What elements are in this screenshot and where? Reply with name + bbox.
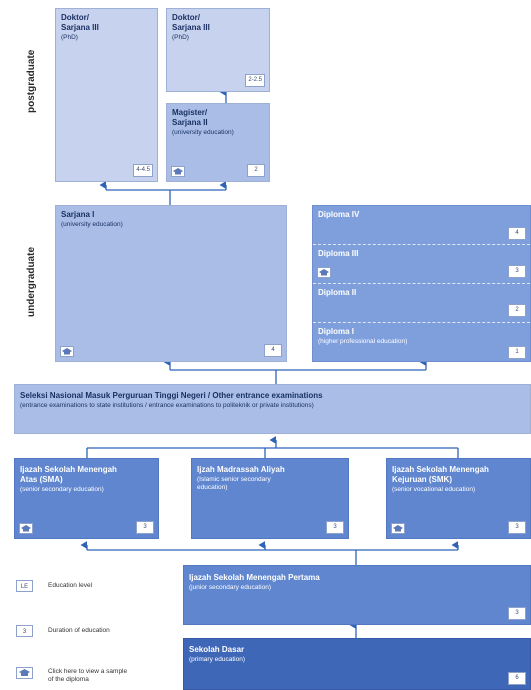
madrasah-subtitle: (Islamic senior secondary education) [197, 476, 271, 491]
sma-duration: 3 [136, 521, 154, 534]
legend-level-badge: LE [16, 580, 33, 592]
diploma-iii-title: Diploma III [318, 249, 359, 258]
sarjana1-box: Sarjana I (university education) 4 [55, 205, 287, 362]
diploma-iii-row: Diploma III 3 [313, 245, 530, 282]
diploma-box: Diploma IV 4 Diploma III 3 Diploma II 2 … [312, 205, 531, 362]
diploma-icon[interactable] [19, 523, 33, 534]
legend-diploma-text: Click here to view a sample of the diplo… [48, 668, 128, 683]
diploma-iii-duration: 3 [508, 265, 526, 278]
undergraduate-label: undergraduate [26, 247, 37, 318]
madrasah-duration: 3 [326, 521, 344, 534]
smk-box: Ijazah Sekolah Menengah Kejuruan (SMK) (… [386, 458, 531, 539]
sma-box: Ijazah Sekolah Menengah Atas (SMA) (seni… [14, 458, 159, 539]
sarjana1-duration: 4 [264, 344, 282, 357]
doktor-left-subtitle: (PhD) [61, 34, 78, 41]
legend-diploma-icon[interactable] [16, 667, 33, 679]
legend-duration-badge: 3 [16, 625, 33, 637]
seleksi-box: Seleksi Nasional Masuk Perguruan Tinggi … [14, 384, 531, 434]
sma-title: Ijazah Sekolah Menengah Atas (SMA) [20, 465, 117, 484]
sd-box: Sekolah Dasar (primary education) 6 [183, 638, 531, 690]
diploma-i-row: Diploma I (higher professional education… [313, 323, 530, 361]
smp-duration: 3 [508, 607, 526, 620]
diploma-ii-title: Diploma II [318, 288, 357, 297]
diploma-ii-row: Diploma II 2 [313, 284, 530, 321]
seleksi-title: Seleksi Nasional Masuk Perguruan Tinggi … [20, 391, 323, 400]
seleksi-subtitle: (entrance examinations to state institut… [20, 402, 314, 409]
diploma-separator [313, 244, 530, 245]
doktor-right-box: Doktor/ Sarjana III (PhD) 2-2.5 [166, 8, 270, 92]
madrasah-box: Ijzah Madrassah Aliyah (Islamic senior s… [191, 458, 349, 539]
doktor-right-duration: 2-2.5 [245, 74, 265, 87]
diploma-icon[interactable] [171, 166, 185, 177]
diploma-icon[interactable] [391, 523, 405, 534]
diploma-i-title: Diploma I [318, 327, 355, 336]
diploma-iv-title: Diploma IV [318, 210, 360, 219]
doktor-left-box: Doktor/ Sarjana III (PhD) 4-4.5 [55, 8, 158, 182]
diploma-iv-row: Diploma IV 4 [313, 206, 530, 244]
diploma-i-subtitle: (higher professional education) [318, 338, 408, 345]
legend-level-text: Education level [48, 582, 93, 589]
doktor-left-title: Doktor/ Sarjana III [61, 13, 99, 32]
doktor-right-subtitle: (PhD) [172, 34, 189, 41]
smk-duration: 3 [508, 521, 526, 534]
diploma-i-duration: 1 [508, 346, 526, 359]
magister-box: Magister/ Sarjana II (university educati… [166, 103, 270, 182]
diploma-icon[interactable] [317, 267, 331, 278]
smp-box: Ijazah Sekolah Menengah Pertama (junior … [183, 565, 531, 625]
smk-title: Ijazah Sekolah Menengah Kejuruan (SMK) [392, 465, 489, 484]
diploma-iv-duration: 4 [508, 227, 526, 240]
magister-duration: 2 [247, 164, 265, 177]
magister-subtitle: (university education) [172, 129, 234, 136]
smk-subtitle: (senior vocational education) [392, 486, 476, 493]
doktor-left-duration: 4-4.5 [133, 164, 153, 177]
diploma-icon[interactable] [60, 346, 74, 357]
sarjana1-title: Sarjana I [61, 210, 95, 219]
smp-subtitle: (junior secondary education) [189, 584, 272, 591]
diploma-separator [313, 322, 530, 323]
sarjana1-subtitle: (university education) [61, 221, 123, 228]
sd-subtitle: (primary education) [189, 656, 245, 663]
sd-title: Sekolah Dasar [189, 645, 245, 654]
smp-title: Ijazah Sekolah Menengah Pertama [189, 573, 320, 582]
doktor-right-title: Doktor/ Sarjana III [172, 13, 210, 32]
sd-duration: 6 [508, 672, 526, 685]
sma-subtitle: (senior secondary education) [20, 486, 104, 493]
madrasah-title: Ijzah Madrassah Aliyah [197, 465, 285, 474]
diploma-ii-duration: 2 [508, 304, 526, 317]
postgraduate-label: postgraduate [26, 49, 37, 113]
magister-title: Magister/ Sarjana II [172, 108, 208, 127]
diploma-separator [313, 283, 530, 284]
legend-duration-text: Duration of education [48, 627, 110, 634]
